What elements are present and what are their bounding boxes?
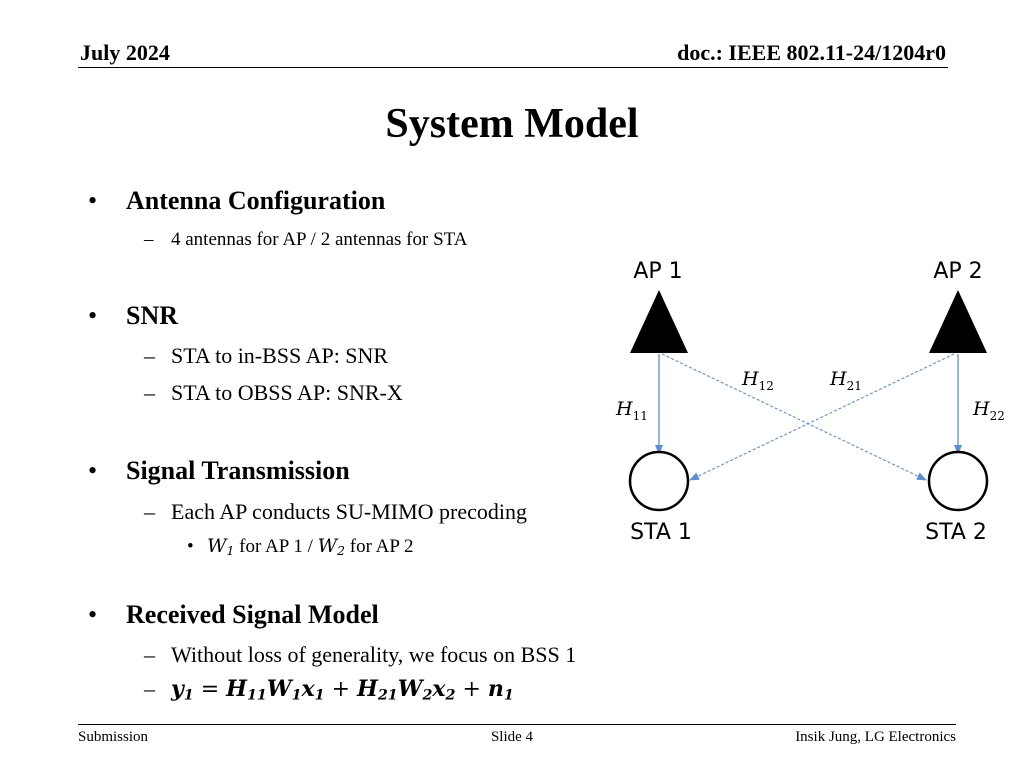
h21-label: H21 <box>829 368 862 393</box>
sub-bullet-text: STA to OBSS AP: SNR-X <box>171 380 403 405</box>
bullet-dash: – <box>144 676 155 701</box>
sub-bullet-text: 4 antennas for AP / 2 antennas for STA <box>171 229 468 250</box>
bullet-heading: Received Signal Model <box>126 600 379 629</box>
system-diagram: AP 1 AP 2 STA 1 STA 2 H11 H12 H21 H22 <box>615 259 1005 545</box>
footer-rule <box>78 724 956 725</box>
link-h21 <box>689 353 955 481</box>
bullet-heading: Antenna Configuration <box>126 186 386 215</box>
bullet-heading: Signal Transmission <box>126 456 350 485</box>
sub-bullet-text: STA to in-BSS AP: SNR <box>171 343 389 368</box>
h22-label: H22 <box>972 398 1005 423</box>
sub-bullet-text: Without loss of generality, we focus on … <box>171 642 577 667</box>
sub-bullet-snr-obss: –STA to OBSS AP: SNR-X <box>144 380 403 406</box>
precoder-w2: W2 <box>317 535 345 559</box>
bullet-dot: • <box>187 536 194 557</box>
bullet-dot: • <box>88 600 98 629</box>
sub-sub-bullet-precoders: • W1 for AP 1 / W2 for AP 2 <box>187 535 413 558</box>
bullet-dash: – <box>144 343 155 368</box>
precoder-w1: W1 <box>207 535 235 559</box>
sta2-icon <box>927 450 989 512</box>
header-doc-id: doc.: IEEE 802.11-24/1204r0 <box>677 40 946 65</box>
sta1-icon <box>628 450 690 512</box>
bullet-dash: – <box>144 380 155 405</box>
received-signal-equation: y1 = H11W1x1 + H21W2x2 + n1 <box>171 676 514 704</box>
footer-submission: Submission <box>78 729 149 745</box>
bullet-dot: • <box>88 456 98 485</box>
ap1-label: AP 1 <box>633 259 682 284</box>
bullet-dot: • <box>88 186 98 215</box>
bullet-heading: SNR <box>126 301 179 330</box>
ap2-antenna-icon <box>929 290 987 353</box>
bullet-antenna-configuration: • Antenna Configuration <box>88 186 385 216</box>
bullet-dot: • <box>88 301 98 330</box>
bullet-signal-transmission: • Signal Transmission <box>88 456 350 486</box>
ap1-antenna-icon <box>630 290 688 353</box>
precoder-text-2: for AP 2 <box>345 536 414 557</box>
sta1-label: STA 1 <box>630 520 692 545</box>
sub-bullet-precoding: –Each AP conducts SU-MIMO precoding <box>144 499 527 525</box>
link-h12 <box>661 353 927 481</box>
sub-bullet-text: Each AP conducts SU-MIMO precoding <box>171 499 528 524</box>
sub-bullet-generality: –Without loss of generality, we focus on… <box>144 642 576 668</box>
sub-bullet-snr-inbss: –STA to in-BSS AP: SNR <box>144 343 388 369</box>
header-date: July 2024 <box>80 40 170 65</box>
precoder-text-1: for AP 1 / <box>234 536 318 557</box>
bullet-received-signal-model: • Received Signal Model <box>88 600 379 630</box>
bullet-snr: • SNR <box>88 301 178 331</box>
bullet-dash: – <box>144 499 155 524</box>
footer-author: Insik Jung, LG Electronics <box>795 729 956 745</box>
ap2-label: AP 2 <box>933 259 982 284</box>
header-rule <box>78 67 948 68</box>
sub-bullet-antennas: –4 antennas for AP / 2 antennas for STA <box>144 229 467 251</box>
sub-bullet-equation: –y1 = H11W1x1 + H21W2x2 + n1 <box>144 676 514 704</box>
sta2-label: STA 2 <box>925 520 987 545</box>
h12-label: H12 <box>741 368 774 393</box>
bullet-dash: – <box>144 642 155 667</box>
h11-label: H11 <box>615 398 648 423</box>
bullet-dash: – <box>144 229 154 250</box>
footer-slide-number: Slide 4 <box>490 729 534 745</box>
slide-title: System Model <box>385 101 639 147</box>
